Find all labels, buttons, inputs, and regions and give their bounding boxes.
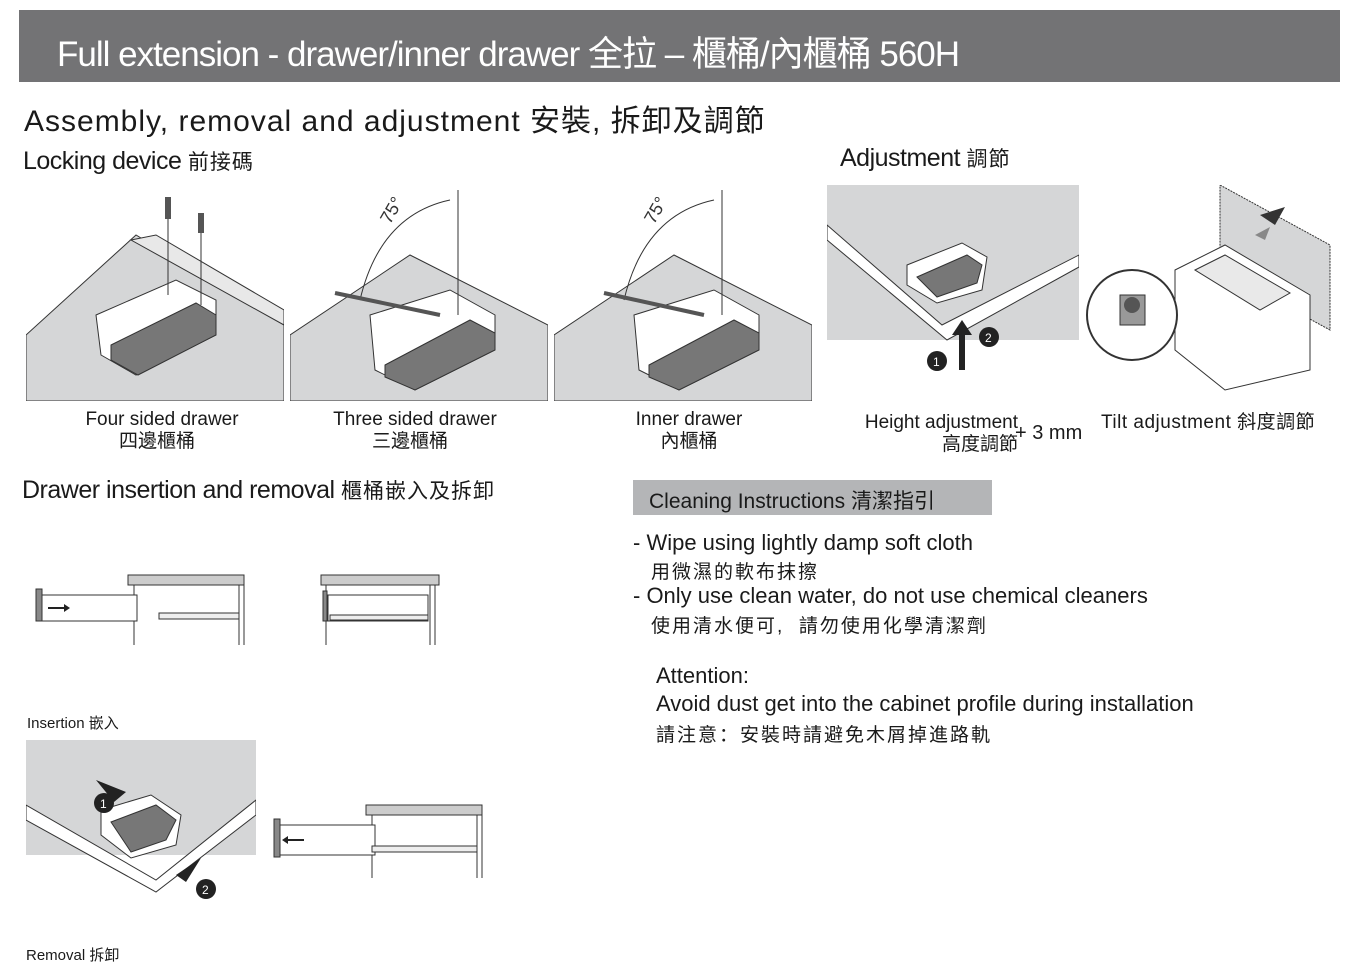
four-sided-drawer-illustration [26, 185, 284, 401]
insertion-step-a-diagram [35, 574, 245, 645]
cleaning-item-1: - Wipe using lightly damp soft cloth [633, 530, 973, 555]
heading-cn: 調節 [966, 148, 1011, 171]
insertion-step-b-diagram [320, 574, 440, 645]
heading-cn: 前接碼 [187, 151, 254, 174]
removal-label: Removal 拆卸 [26, 947, 120, 964]
attention-text: Avoid dust get into the cabinet profile … [656, 691, 1194, 716]
caption-four-sided: Four sided drawer 四邊櫃桶 [62, 409, 262, 453]
locking-device-heading: Locking device 前接碼 [23, 146, 254, 176]
three-sided-drawer-illustration: 75° [290, 185, 548, 401]
cleaning-instructions-header: Cleaning Instructions 清潔指引 [633, 480, 992, 515]
cleaning-title: Cleaning Instructions 清潔指引 [649, 490, 935, 513]
caption-inner-drawer: Inner drawer 內櫃桶 [589, 409, 789, 453]
caption-en: Three sided drawer [333, 409, 497, 430]
adjustment-heading: Adjustment 調節 [840, 143, 1011, 173]
height-adjustment-caption: Height adjustment 高度調節 [840, 412, 1018, 456]
heading-en: Adjustment [840, 144, 961, 172]
heading-en: Locking device [23, 147, 182, 175]
removal-step-diagram [273, 804, 483, 878]
step-1-badge: 1 [933, 355, 940, 369]
height-adjustment-illustration: 1 2 [827, 185, 1079, 371]
height-adjustment-value: + 3 mm [1015, 422, 1083, 444]
attention-label: Attention: [656, 663, 749, 688]
insertion-removal-heading: Drawer insertion and removal 櫃桶嵌入及拆卸 [22, 475, 495, 505]
tilt-adjustment-illustration [1086, 185, 1331, 391]
step-2-badge: 2 [985, 331, 992, 345]
removal-illustration: 1 2 [26, 740, 256, 899]
caption-en: Four sided drawer [85, 409, 239, 430]
insertion-label: Insertion 嵌入 [27, 715, 119, 732]
caption-three-sided: Three sided drawer 三邊櫃桶 [315, 409, 515, 453]
heading-en: Drawer insertion and removal [22, 476, 335, 504]
caption-en: Height adjustment [864, 412, 1018, 433]
caption-cn: 高度調節 [941, 434, 1018, 455]
caption-cn: 內櫃桶 [660, 431, 718, 452]
step-2-badge: 2 [202, 883, 209, 897]
cleaning-item-1-cn: 用微濕的軟布抹擦 [651, 562, 820, 583]
heading-cn: 櫃桶嵌入及拆卸 [340, 480, 495, 503]
caption-cn: 三邊櫃桶 [371, 431, 448, 452]
caption-en: Inner drawer [635, 409, 743, 430]
inner-drawer-illustration: 75° [554, 185, 812, 401]
title-bar: Full extension - drawer/inner drawer 全拉 … [19, 10, 1340, 82]
caption-cn: 四邊櫃桶 [118, 431, 195, 452]
cleaning-item-2: - Only use clean water, do not use chemi… [633, 583, 1148, 608]
cleaning-item-2-cn: 使用清水便可, 請勿使用化學清潔劑 [651, 616, 988, 637]
tilt-adjustment-caption: Tilt adjustment 斜度調節 [1101, 412, 1316, 433]
page-title: Full extension - drawer/inner drawer 全拉 … [57, 35, 960, 74]
step-1-badge: 1 [100, 797, 107, 811]
section-title: Assembly, removal and adjustment 安裝, 拆卸及… [24, 105, 766, 138]
attention-text-cn: 請注意：安裝時請避免木屑掉進路軌 [656, 725, 993, 746]
